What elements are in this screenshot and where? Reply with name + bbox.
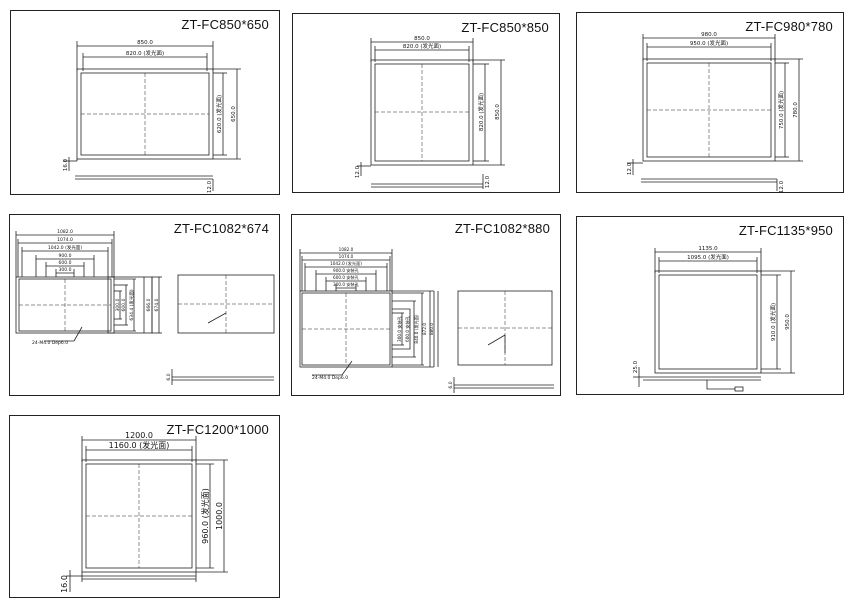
panel-zt-fc1082x674: ZT-FC1082*674 (9, 214, 280, 396)
panel-zt-fc1082x880: ZT-FC1082*880 10 (291, 214, 561, 396)
panel-title: ZT-FC850*650 (181, 17, 269, 32)
panel-title: ZT-FC980*780 (745, 19, 833, 34)
panel-zt-fc850x850: ZT-FC850*850 850.0 820.0 (发光面) 820.0 (发光… (292, 13, 560, 193)
panel-title: ZT-FC850*850 (461, 20, 549, 35)
panel-zt-fc980x780: ZT-FC980*780 980.0 950.0 (发光面) 750.0 (发光… (576, 12, 844, 193)
drawing-zt-fc850x650 (63, 41, 241, 191)
panel-title: ZT-FC1082*674 (173, 221, 269, 236)
panel-zt-fc850x650: ZT-FC850*650 850.0 820.0 (发光面) 620.0 (发光… (10, 10, 280, 195)
drawing-zt-fc1082x674 (15, 231, 275, 385)
panel-title: ZT-FC1200*1000 (166, 422, 269, 437)
panel-zt-fc1135x950: ZT-FC1135*950 1135.0 1095.0 (发光面) 910.0 … (576, 216, 844, 395)
panel-title: ZT-FC1082*880 (454, 221, 550, 236)
drawing-zt-fc1135x950 (633, 248, 795, 392)
drawing-zt-fc1082x880 (299, 249, 554, 393)
drawing-zt-fc1200x1000 (66, 436, 228, 592)
drawing-zt-fc980x780 (627, 34, 803, 191)
drawing-zt-fc850x850 (357, 38, 505, 189)
panel-title: ZT-FC1135*950 (738, 223, 833, 238)
panel-zt-fc1200x1000: ZT-FC1200*1000 1200.0 1160.0 (发光面) 960.0… (9, 415, 280, 598)
